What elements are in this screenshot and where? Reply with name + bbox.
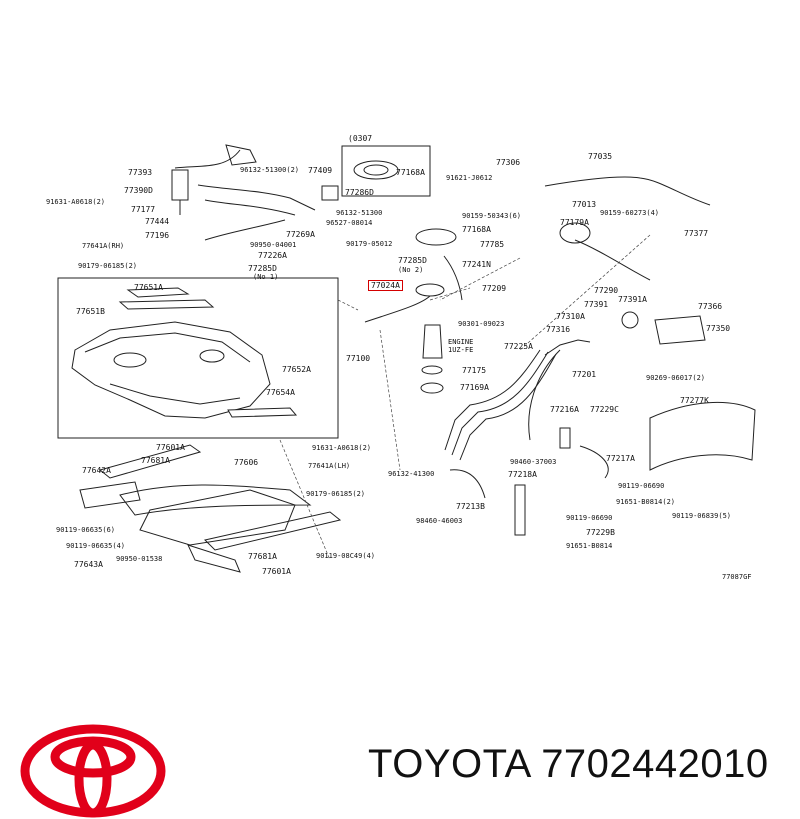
part-label-77213b[interactable]: 77213B (456, 502, 485, 511)
part-label-77175[interactable]: 77175 (462, 366, 487, 375)
brand-name: TOYOTA (368, 742, 530, 786)
part-label-96527-08014[interactable]: 96527-08014 (326, 219, 373, 227)
inset-frame (341, 145, 431, 197)
part-number: 7702442010 (541, 742, 769, 786)
note-engine-code: 1UZ-FE (448, 346, 474, 354)
part-label-90159-60273[interactable]: 90159-60273(4) (600, 209, 660, 217)
part-label-96132-51300b[interactable]: 96132-51300 (336, 209, 383, 217)
part-label-77217a[interactable]: 77217A (606, 454, 635, 463)
part-label-77286d[interactable]: 77286D (345, 188, 374, 197)
part-label-90119-06635-6[interactable]: 90119-06635(6) (56, 526, 116, 534)
part-label-77229b[interactable]: 77229B (586, 528, 615, 537)
part-label-77350[interactable]: 77350 (706, 324, 731, 333)
part-label-77366[interactable]: 77366 (698, 302, 723, 311)
part-label-91651-b0814[interactable]: 91651-B0814 (566, 542, 613, 550)
part-label-77168a[interactable]: 77168A (462, 225, 491, 234)
part-label-91631-a0618b[interactable]: 91631-A0618(2) (312, 444, 372, 452)
part-label-90950-04001[interactable]: 90950-04001 (250, 241, 297, 249)
part-label-90119-06690b[interactable]: 90119-06690 (566, 514, 613, 522)
part-label-90179-06185b[interactable]: 90179-06185(2) (306, 490, 366, 498)
part-label-90119-06635-4[interactable]: 90119-06635(4) (66, 542, 126, 550)
diagram-linework (57, 144, 756, 573)
part-label-77269a[interactable]: 77269A (286, 230, 315, 239)
part-label-77310a[interactable]: 77310A (556, 312, 585, 321)
part-label-77177[interactable]: 77177 (131, 205, 156, 214)
part-label-77643a[interactable]: 77643A (74, 560, 103, 569)
part-label-no1: (No 1) (253, 273, 279, 281)
part-label-77201[interactable]: 77201 (572, 370, 597, 379)
part-label-77606[interactable]: 77606 (234, 458, 259, 467)
part-label-77168a-top[interactable]: 77168A (396, 168, 425, 177)
part-label-77169a[interactable]: 77169A (460, 383, 489, 392)
part-label-77651a[interactable]: 77651A (134, 283, 163, 292)
part-label-77641a-rh[interactable]: 77641A(RH) (82, 242, 125, 250)
drawing-code: 77087GF (722, 573, 752, 581)
part-label-77391[interactable]: 77391 (584, 300, 609, 309)
part-label-77390d[interactable]: 77390D (124, 186, 153, 195)
part-label-77226a[interactable]: 77226A (258, 251, 287, 260)
part-label-77013[interactable]: 77013 (572, 200, 597, 209)
part-label-77285d-left[interactable]: 77285D (248, 264, 277, 273)
part-label-77209[interactable]: 77209 (482, 284, 507, 293)
part-label-77444[interactable]: 77444 (145, 217, 170, 226)
part-label-96132-41300[interactable]: 96132-41300 (388, 470, 435, 478)
part-label-90119-08c49[interactable]: 90119-08C49(4) (316, 552, 376, 560)
part-label-77277k[interactable]: 77277K (680, 396, 709, 405)
part-label-77409[interactable]: 77409 (308, 166, 333, 175)
part-label-77035[interactable]: 77035 (588, 152, 613, 161)
part-label-77681a[interactable]: 77681A (248, 552, 277, 561)
part-label-77641a-lh[interactable]: 77641A(LH) (308, 462, 351, 470)
part-label-77681a-top[interactable]: 77681A (141, 456, 170, 465)
part-label-90179-06185[interactable]: 90179-06185(2) (78, 262, 138, 270)
part-label-77290[interactable]: 77290 (594, 286, 619, 295)
part-label-77196[interactable]: 77196 (145, 231, 170, 240)
part-label-90301-09023[interactable]: 90301-09023 (458, 320, 505, 328)
part-label-91651-b0814-2[interactable]: 91651-B0814(2) (616, 498, 676, 506)
part-label-90119-06839[interactable]: 90119-06839(5) (672, 512, 732, 520)
part-label-90179-05012[interactable]: 90179-05012 (346, 240, 393, 248)
part-label-90460-37003[interactable]: 90460-37003 (510, 458, 557, 466)
part-label-77229c[interactable]: 77229C (590, 405, 619, 414)
part-label-90950-01538[interactable]: 90950-01538 (116, 555, 163, 563)
part-label-90159-50343[interactable]: 90159-50343(6) (462, 212, 522, 220)
part-label-90269-06017[interactable]: 90269-06017(2) (646, 374, 706, 382)
part-label-77377[interactable]: 77377 (684, 229, 709, 238)
part-label-77225a[interactable]: 77225A (504, 342, 533, 351)
part-label-77285d[interactable]: 77285D (398, 256, 427, 265)
part-label-77218a[interactable]: 77218A (508, 470, 537, 479)
tank-group-frame (57, 277, 339, 439)
part-label-77652a[interactable]: 77652A (282, 365, 311, 374)
part-label-77179a[interactable]: 77179A (560, 218, 589, 227)
part-label-77391a[interactable]: 77391A (618, 295, 647, 304)
part-label-77241n[interactable]: 77241N (462, 260, 491, 269)
part-label-no2: (No 2) (398, 266, 424, 274)
fuel-tank-shape (71, 321, 271, 419)
part-label-77306[interactable]: 77306 (496, 158, 521, 167)
part-label-91621-j0612[interactable]: 91621-J0612 (446, 174, 493, 182)
note-engine: ENGINE (448, 338, 474, 346)
part-label-77601a[interactable]: 77601A (262, 567, 291, 576)
toyota-logo-icon (20, 724, 166, 818)
part-label-77216a[interactable]: 77216A (550, 405, 579, 414)
part-label-77393[interactable]: 77393 (128, 168, 153, 177)
part-label-98460-46003[interactable]: 98460-46003 (416, 517, 463, 525)
part-label-77642a[interactable]: 77642A (82, 466, 111, 475)
part-label-77651b[interactable]: 77651B (76, 307, 105, 316)
parts-diagram: (0307 77393 77390D 77177 77444 77196 916… (46, 134, 756, 581)
part-label-77316[interactable]: 77316 (546, 325, 571, 334)
highlighted-part-label-77024a[interactable]: 77024A (368, 280, 403, 291)
part-label-77654a[interactable]: 77654A (266, 388, 295, 397)
part-label-90119-06690[interactable]: 90119-06690 (618, 482, 665, 490)
frame-label: (0307 (348, 134, 373, 143)
brand-title: TOYOTA 7702442010 (368, 742, 769, 786)
part-label-96132-51300[interactable]: 96132-51300(2) (240, 166, 300, 174)
part-label-77601a-top[interactable]: 77601A (156, 443, 185, 452)
part-label-77100[interactable]: 77100 (346, 354, 371, 363)
part-label-77785[interactable]: 77785 (480, 240, 505, 249)
part-label-91631-a0618[interactable]: 91631-A0618(2) (46, 198, 106, 206)
